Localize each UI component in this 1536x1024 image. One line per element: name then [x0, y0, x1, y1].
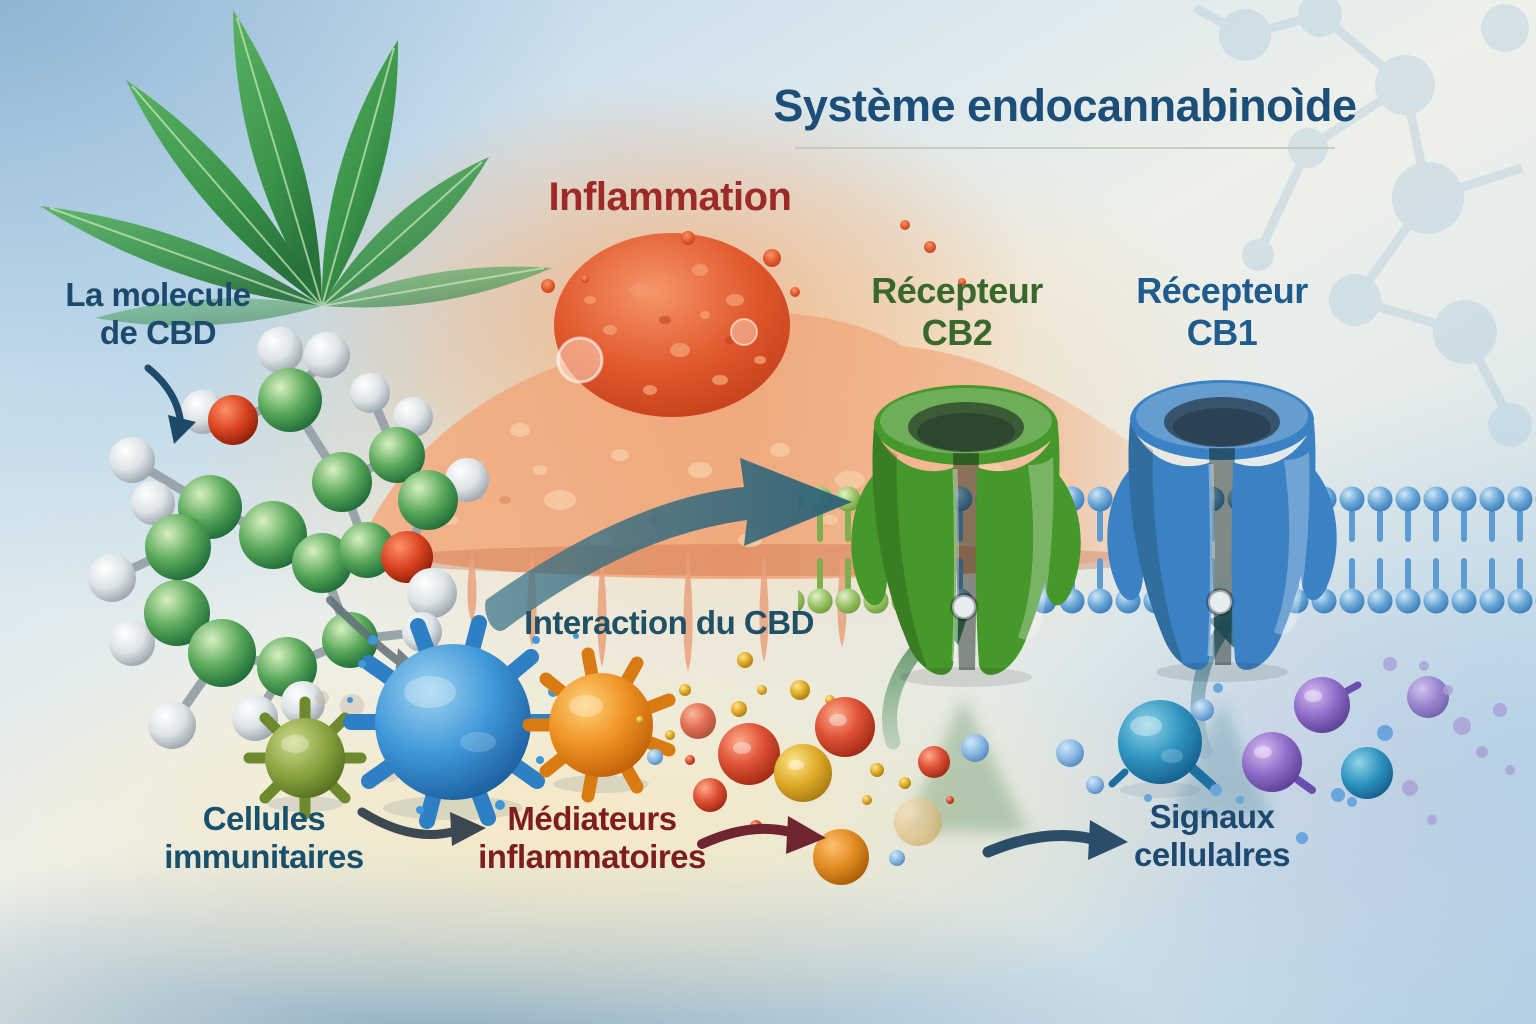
- cb1-receptor-illustration: [1107, 380, 1336, 682]
- molecule-watermark: [1192, 0, 1532, 447]
- receptor-shadows: [903, 698, 1272, 832]
- signals-arrow: [982, 820, 1128, 860]
- cbd-interaction-arrow: [485, 458, 852, 631]
- immune-cells-illustration: [243, 615, 676, 829]
- cb1-receptor-label: Récepteur CB1: [1136, 270, 1308, 353]
- cell-signals-illustration: [1108, 657, 1515, 844]
- cbd-molecule-label: La molecule de CBD: [65, 276, 251, 352]
- page-title: Système endocannabinoìde: [773, 80, 1357, 131]
- immune-to-mediators-arrow: [357, 807, 486, 846]
- molecule-pointer-arrow: [144, 364, 196, 444]
- inflammation-label: Inflammation: [548, 175, 792, 219]
- interaction-label: Interaction du CBD: [524, 604, 814, 641]
- inflammatory-mediators-illustration: [636, 652, 1104, 885]
- mediators-label: Médiateurs inflammatoires: [478, 800, 706, 876]
- title-underline: [795, 147, 1335, 149]
- cb2-receptor-illustration: [851, 385, 1080, 687]
- cb2-receptor-label: Récepteur CB2: [871, 270, 1043, 353]
- mediators-arrow: [697, 816, 826, 854]
- cannabis-leaf-illustration: [40, 10, 552, 326]
- signals-label: Signaux cellulalres: [1134, 798, 1290, 874]
- immune-cells-label: Cellules immunitaires: [164, 800, 364, 876]
